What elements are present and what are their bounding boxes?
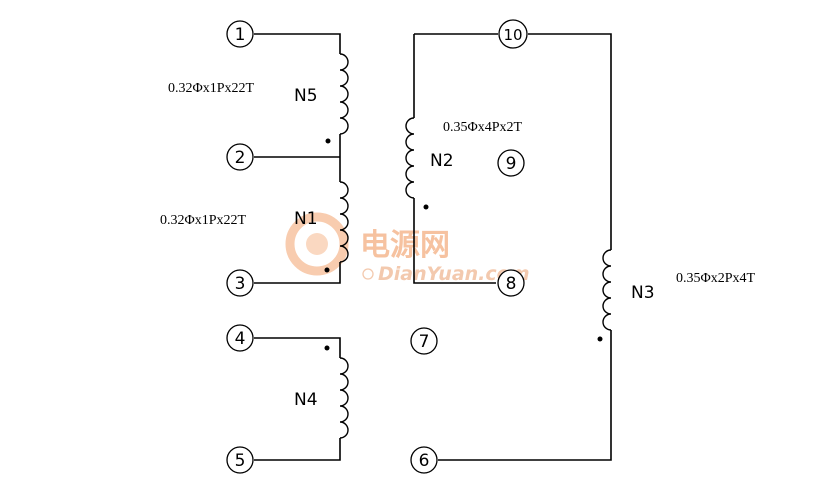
polarity-dot-n2 xyxy=(423,204,429,210)
coil-n2 xyxy=(405,117,415,199)
coil-n4 xyxy=(339,357,349,439)
pin-3-label: 3 xyxy=(235,274,246,294)
wire-pin10-n3 xyxy=(528,33,612,250)
winding-name-n3: N3 xyxy=(631,283,655,303)
wire-n3-pin6 xyxy=(438,330,612,461)
coil-n3 xyxy=(602,249,612,331)
polarity-dot-n5 xyxy=(325,138,331,144)
winding-n3: N3 0.35Φx2Px4T xyxy=(438,33,756,461)
wire-pin4-n4 xyxy=(254,337,341,358)
pin-4: 4 xyxy=(226,324,254,352)
coil-n1 xyxy=(339,181,349,263)
winding-name-n2: N2 xyxy=(430,151,454,171)
polarity-dot-n1 xyxy=(324,267,330,273)
pin-8-label: 8 xyxy=(506,274,517,294)
winding-spec-n2: 0.35Φx4Px2T xyxy=(443,120,523,135)
pin-9-label: 9 xyxy=(506,154,517,174)
watermark-en: DianYuan.com xyxy=(378,263,530,285)
pin-4-label: 4 xyxy=(235,329,246,349)
pin-1-label: 1 xyxy=(235,25,246,45)
pin-5-label: 5 xyxy=(235,451,246,471)
pin-7-label: 7 xyxy=(419,332,430,352)
coil-n5 xyxy=(339,53,349,135)
pin-2: 2 xyxy=(226,143,254,171)
polarity-dot-n3 xyxy=(597,336,603,342)
pin-8: 8 xyxy=(497,269,525,297)
winding-name-n5: N5 xyxy=(294,86,318,106)
registered-mark-icon xyxy=(362,268,374,280)
watermark-cn: 电源网 xyxy=(360,228,450,263)
pin-1: 1 xyxy=(226,20,254,48)
pin-10-label: 10 xyxy=(503,26,522,44)
wire-n1-pin3 xyxy=(254,262,341,284)
pin-10: 10 xyxy=(498,19,528,49)
pin-7: 7 xyxy=(410,327,438,355)
winding-name-n4: N4 xyxy=(294,390,318,410)
pin-3: 3 xyxy=(226,269,254,297)
pin-6: 6 xyxy=(410,446,438,474)
pin-9: 9 xyxy=(497,149,525,177)
winding-spec-n3: 0.35Φx2Px4T xyxy=(676,271,756,286)
winding-n4: N4 xyxy=(254,337,349,461)
wire-n4-pin5 xyxy=(254,438,341,461)
watermark: 电源网 DianYuan.com xyxy=(285,212,530,285)
polarity-dot-n4 xyxy=(324,345,330,351)
winding-n5: N5 0.32Φx1Px22T xyxy=(168,33,349,144)
wire-n2-pin8 xyxy=(413,198,496,284)
winding-n1: N1 0.32Φx1Px22T xyxy=(160,181,349,273)
wire-pin1-n5 xyxy=(254,33,341,54)
pin-5: 5 xyxy=(226,446,254,474)
pin-6-label: 6 xyxy=(419,451,430,471)
winding-spec-n5: 0.32Φx1Px22T xyxy=(168,81,255,96)
winding-n2: N2 0.35Φx4Px2T xyxy=(405,33,523,284)
pin-2-label: 2 xyxy=(235,148,246,168)
watermark-logo-icon xyxy=(285,212,349,276)
winding-name-n1: N1 xyxy=(294,209,318,229)
winding-spec-n1: 0.32Φx1Px22T xyxy=(160,213,247,228)
